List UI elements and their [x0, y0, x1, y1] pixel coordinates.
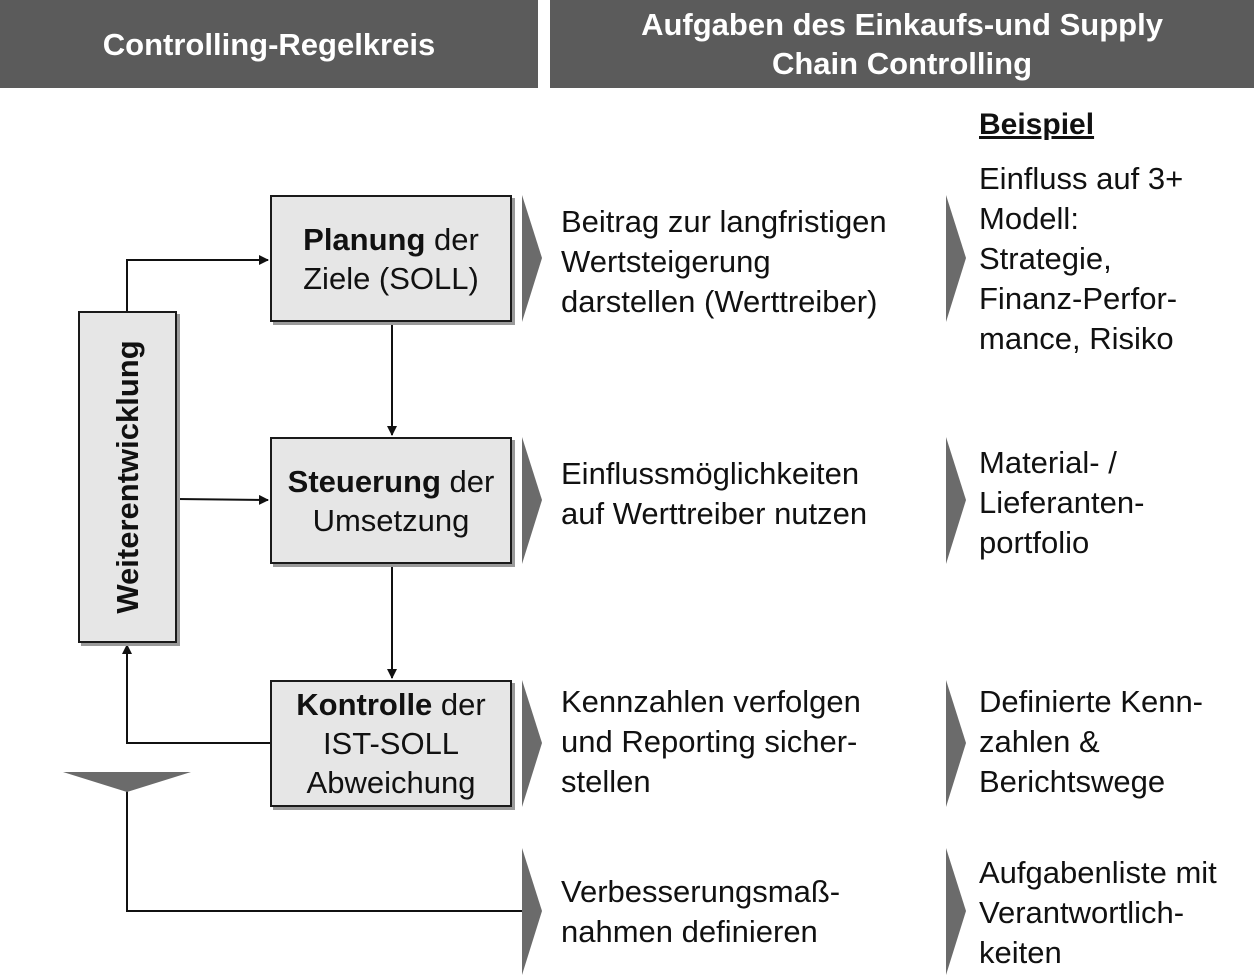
task-row3: Kennzahlen verfolgen und Reporting siche…: [561, 684, 861, 799]
chevron-row2-right: [946, 437, 966, 564]
chevron-row3-right: [946, 680, 966, 807]
arrow-kontrolle-to-weiter: [122, 644, 270, 744]
header-aufgaben: Aufgaben des Einkaufs-und Supply Chain C…: [550, 0, 1254, 88]
kontrolle-rest: der: [432, 687, 486, 722]
steuerung-line2: Umsetzung: [312, 502, 470, 538]
planung-bold: Planung: [303, 221, 426, 257]
example-row4: Aufgabenliste mit Verantwortlich- keiten: [979, 855, 1217, 970]
planung-rest: der: [425, 221, 479, 257]
chevron-row1-left: [522, 195, 542, 322]
header-right-title: Aufgaben des Einkaufs-und Supply Chain C…: [641, 7, 1163, 81]
task-row1: Beitrag zur langfristigen Wertsteigerung…: [561, 204, 887, 319]
arrow-weiter-to-planung: [126, 255, 269, 311]
kontrolle-line3: Abweichung: [306, 765, 476, 800]
chevron-row1-right: [946, 195, 966, 322]
example-row3: Definierte Kenn- zahlen & Berichtswege: [979, 684, 1204, 799]
weiterentwicklung-label: Weiterentwicklung: [109, 340, 145, 614]
box-weiterentwicklung: Weiterentwicklung: [78, 311, 177, 643]
box-planung: Planung der Ziele (SOLL): [270, 195, 512, 322]
header-controlling-regelkreis: Controlling-Regelkreis: [0, 0, 538, 88]
steuerung-bold: Steuerung: [287, 463, 441, 499]
example-row2: Material- / Lieferanten- portfolio: [979, 445, 1145, 560]
steuerung-rest: der: [440, 463, 495, 499]
example-row1: Einfluss auf 3+ Modell: Strategie, Finan…: [979, 161, 1184, 356]
planung-line2: Ziele (SOLL): [303, 260, 479, 296]
chevron-row4-left: [522, 848, 542, 975]
task-row2: Einflussmöglichkeiten auf Werttreiber nu…: [561, 456, 868, 531]
funnel-triangle: [63, 772, 191, 792]
chevron-row3-left: [522, 680, 542, 807]
task-row4: Verbesserungsmaß- nahmen definieren: [561, 874, 841, 949]
box-steuerung: Steuerung der Umsetzung: [270, 437, 512, 564]
line-verbesserung: [126, 790, 522, 912]
arrow-weiter-to-steuerung: [176, 494, 269, 505]
beispiel-heading: Beispiel: [979, 108, 1095, 141]
kontrolle-line2: IST-SOLL: [322, 726, 460, 761]
chevron-row4-right: [946, 848, 966, 975]
header-left-title: Controlling-Regelkreis: [102, 26, 436, 62]
chevron-row2-left: [522, 437, 542, 564]
box-kontrolle: Kontrolle der IST-SOLL Abweichung: [270, 680, 512, 807]
kontrolle-bold: Kontrolle: [296, 687, 433, 722]
